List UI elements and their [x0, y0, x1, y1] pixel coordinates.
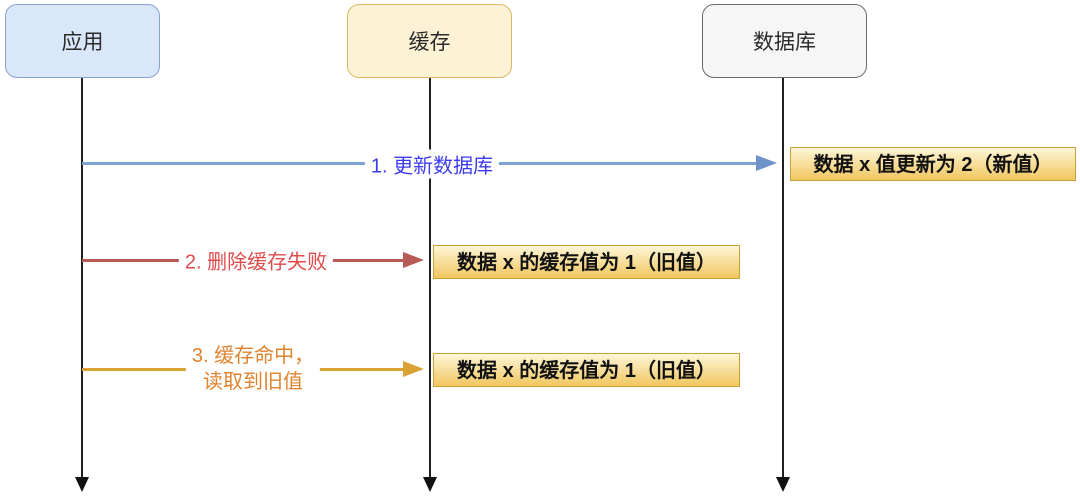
note-cache-old-value-1: 数据 x 的缓存值为 1（旧值） [433, 245, 740, 279]
message-label-1: 1. 更新数据库 [364, 149, 500, 179]
note-cache-old-value-2: 数据 x 的缓存值为 1（旧值） [433, 353, 740, 387]
arrow-down-icon [776, 477, 790, 492]
actor-box-cache: 缓存 [347, 4, 512, 78]
arrow-down-icon [75, 477, 89, 492]
actor-label-app: 应用 [61, 31, 104, 54]
arrow-right-icon [756, 155, 777, 171]
message-label-3-line1: 3. 缓存命中， [191, 345, 315, 367]
message-label-2: 2. 删除缓存失败 [178, 245, 334, 275]
lifeline-cache [429, 78, 431, 477]
arrow-down-icon [423, 477, 437, 492]
arrow-right-icon [403, 361, 424, 377]
actor-label-cache: 缓存 [408, 31, 451, 54]
message-label-3-line2: 读取到旧值 [203, 371, 303, 393]
note-db-new-value: 数据 x 值更新为 2（新值） [790, 147, 1076, 181]
lifeline-app [81, 78, 83, 477]
actor-box-db: 数据库 [702, 4, 867, 78]
message-label-3: 3. 缓存命中， 读取到旧值 [185, 343, 321, 395]
lifeline-db [782, 78, 784, 477]
actor-box-app: 应用 [5, 4, 160, 78]
actor-label-db: 数据库 [753, 31, 816, 54]
arrow-right-icon [403, 252, 424, 268]
